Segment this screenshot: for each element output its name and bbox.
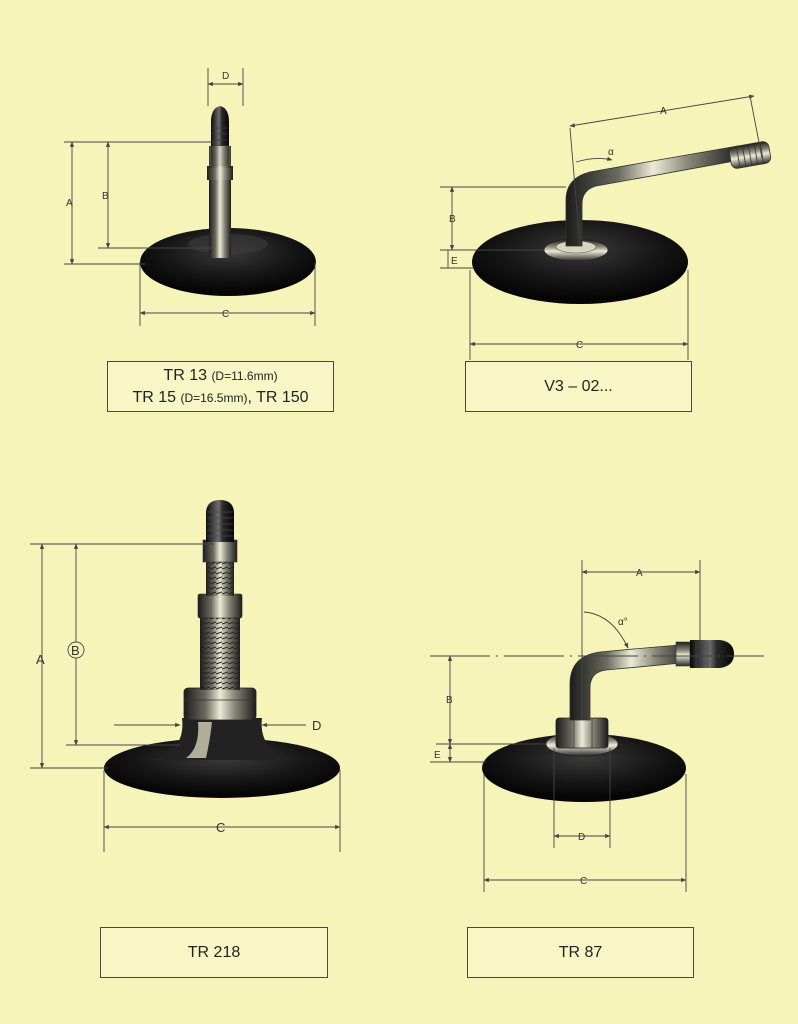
valve-tr87-dimensions: A α° B E D C: [430, 560, 764, 892]
dim-a-label: A: [36, 652, 45, 667]
dim-a-label: A: [660, 106, 667, 117]
valve-cap: [690, 640, 734, 668]
dim-c-label: C: [580, 876, 587, 887]
dim-a-label: A: [66, 198, 73, 209]
dim-b-label: B: [446, 695, 453, 706]
dim-b-label: B: [71, 643, 80, 658]
dim-a-label: A: [636, 568, 643, 579]
valve-cap: [206, 500, 234, 542]
caption-v302: V3 – 02...: [465, 361, 692, 412]
valve-tr218-dimensions: A B D C: [30, 543, 341, 852]
hex-nut: [555, 717, 609, 749]
base-neck: [150, 718, 296, 760]
valve-tr13-dimensions: D A B C: [64, 68, 316, 326]
dim-alpha-label: α°: [618, 617, 628, 628]
rubber-base: [104, 738, 340, 798]
dim-c-label: C: [216, 820, 225, 835]
caption-text: TR 218: [187, 944, 241, 961]
stem-ring: [207, 166, 233, 180]
caption-line-1: TR 13 (D=11.6mm): [163, 366, 278, 384]
valve-v302-figure: [472, 141, 772, 304]
dim-e-label: E: [451, 256, 458, 267]
valve-tr13-figure: [140, 106, 316, 296]
caption-tr218: TR 218: [100, 927, 328, 978]
rubber-base: [482, 734, 686, 802]
valve-tr218-figure: [104, 500, 340, 798]
hex-nut: [183, 687, 257, 721]
dim-d-label: D: [578, 832, 585, 843]
valve-v302-dimensions: A α B E C: [440, 94, 763, 360]
caption-line-2: TR 15 (D=16.5mm), TR 150: [132, 388, 309, 406]
cap-collar: [209, 146, 231, 168]
dim-d-label: D: [222, 71, 229, 82]
caption-tr87: TR 87: [467, 927, 694, 978]
upper-nut: [197, 593, 243, 619]
dim-e-label: E: [434, 750, 441, 761]
rubber-base: [472, 220, 688, 304]
dim-d-label: D: [312, 718, 321, 733]
dim-alpha-label: α: [608, 147, 614, 158]
valve-tr87-figure: [482, 640, 734, 802]
dim-c-label: C: [576, 340, 583, 351]
dim-c-label: C: [222, 309, 229, 320]
cap-base: [202, 539, 238, 563]
base-neck-shine: [186, 722, 212, 758]
dim-b-circle: [67, 641, 85, 659]
dim-b-label: B: [449, 214, 456, 225]
caption-text: TR 87: [558, 944, 603, 961]
caption-text: V3 – 02...: [544, 378, 613, 395]
bent-stem: [569, 643, 693, 721]
dim-b-label: B: [102, 191, 109, 202]
valve-stem: [209, 178, 231, 258]
rubber-base: [140, 228, 316, 296]
stem-collar: [675, 641, 691, 667]
caption-tr13: TR 13 (D=11.6mm) TR 15 (D=16.5mm), TR 15…: [107, 361, 334, 412]
